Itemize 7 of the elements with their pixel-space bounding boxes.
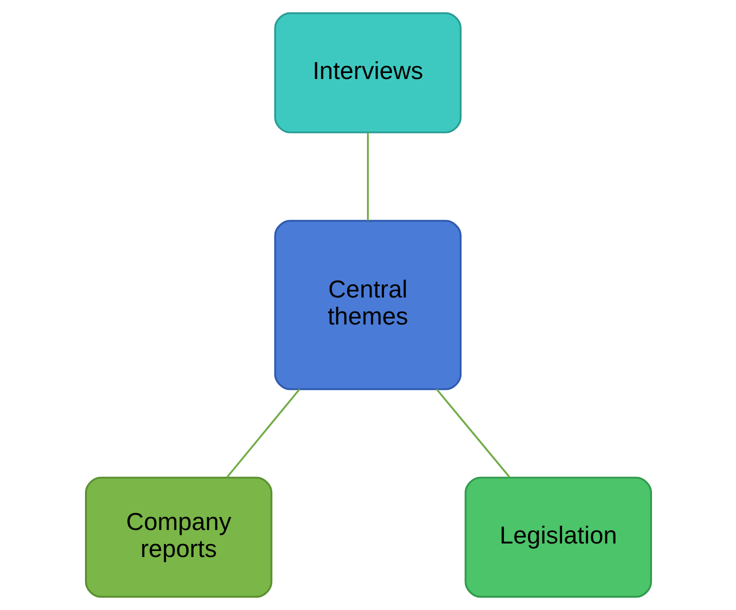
node-box: Company reports [84,476,272,598]
node-box: Interviews [274,12,462,134]
node-box: Legislation [464,476,652,598]
node-box: Central themes [274,220,462,390]
connector [226,388,300,478]
connector [435,388,510,478]
connector [366,132,368,221]
